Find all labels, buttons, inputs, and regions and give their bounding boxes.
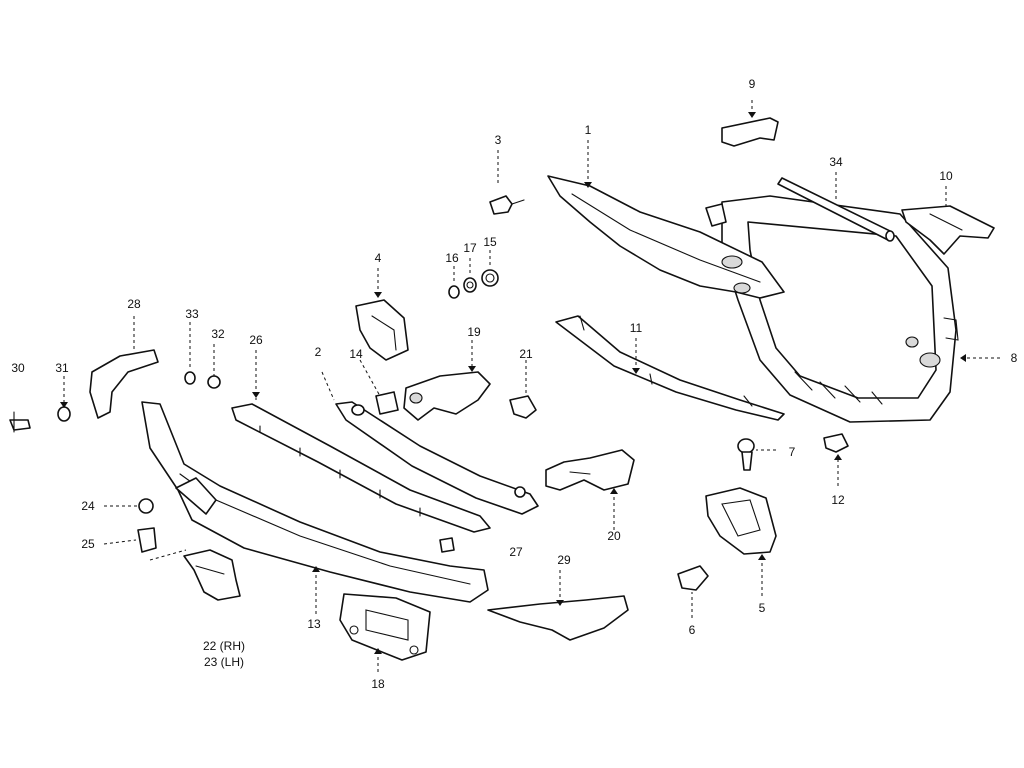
callout-11: 11 (630, 321, 643, 335)
callout-24: 24 (81, 499, 95, 513)
callout-1: 1 (585, 123, 592, 137)
callout-32: 32 (211, 327, 225, 341)
callout-19: 19 (467, 325, 481, 339)
callout-5: 5 (759, 601, 766, 615)
reinforcement-part-2 (335, 401, 539, 515)
end-trim-part-29 (487, 595, 629, 641)
callout-18: 18 (371, 677, 385, 691)
callout-10: 10 (939, 169, 953, 183)
clip-part-12 (823, 433, 849, 453)
strip-part-26 (231, 403, 491, 533)
callout-28: 28 (127, 297, 141, 311)
callout-17: 17 (463, 241, 477, 255)
callout-13: 13 (307, 617, 321, 631)
callout-2: 2 (315, 345, 322, 359)
small-fasteners-30-33 (9, 371, 221, 433)
callout-27: 27 (509, 545, 523, 559)
bracket-part-19 (403, 371, 491, 421)
callout-14: 14 (349, 347, 363, 361)
bumper-bar-part-13 (141, 401, 489, 603)
callout-3: 3 (495, 133, 502, 147)
callout-30: 30 (11, 361, 25, 375)
callout-33: 33 (185, 307, 199, 321)
support-bar-part-34 (777, 177, 895, 242)
end-cap-part-28 (89, 349, 159, 419)
grommet-part-7 (737, 438, 755, 471)
callout-7: 7 (789, 445, 796, 459)
callout-22: 22 (RH) (203, 639, 245, 653)
callout-8: 8 (1011, 351, 1018, 365)
bracket-part-4 (355, 299, 409, 361)
callout-20: 20 (607, 529, 621, 543)
bolt-part-3 (489, 195, 525, 215)
callout-34: 34 (829, 155, 843, 169)
callout-21: 21 (519, 347, 533, 361)
fasteners-15-16-17 (448, 269, 499, 299)
upper-strip-part-11 (555, 315, 785, 421)
fasteners-24-25 (137, 498, 157, 553)
callout-23: 23 (LH) (204, 655, 244, 669)
callout-25: 25 (81, 537, 95, 551)
bracket-part-20 (545, 449, 635, 491)
callout-6: 6 (689, 623, 696, 637)
bracket-part-9 (721, 117, 779, 147)
callout-29: 29 (557, 553, 571, 567)
callout-12: 12 (831, 493, 845, 507)
callout-15: 15 (483, 235, 497, 249)
bolt-part-6 (677, 565, 709, 591)
bolt-part-21 (509, 395, 537, 419)
hood-ledge-panel (547, 175, 785, 299)
bracket-part-10 (901, 205, 995, 255)
leader-lines (60, 100, 1000, 672)
clip-part-27 (439, 537, 455, 553)
over-rider-part-22-23 (183, 549, 241, 601)
plate-part-14 (375, 391, 399, 415)
license-bracket-part-18 (339, 593, 431, 661)
callout-labels: 1 2 3 4 5 6 7 8 9 10 11 12 13 14 15 16 1… (11, 77, 1017, 691)
bracket-part-5 (705, 487, 777, 555)
callout-26: 26 (249, 333, 263, 347)
callout-9: 9 (749, 77, 756, 91)
callout-16: 16 (445, 251, 459, 265)
callout-31: 31 (55, 361, 69, 375)
callout-4: 4 (375, 251, 382, 265)
